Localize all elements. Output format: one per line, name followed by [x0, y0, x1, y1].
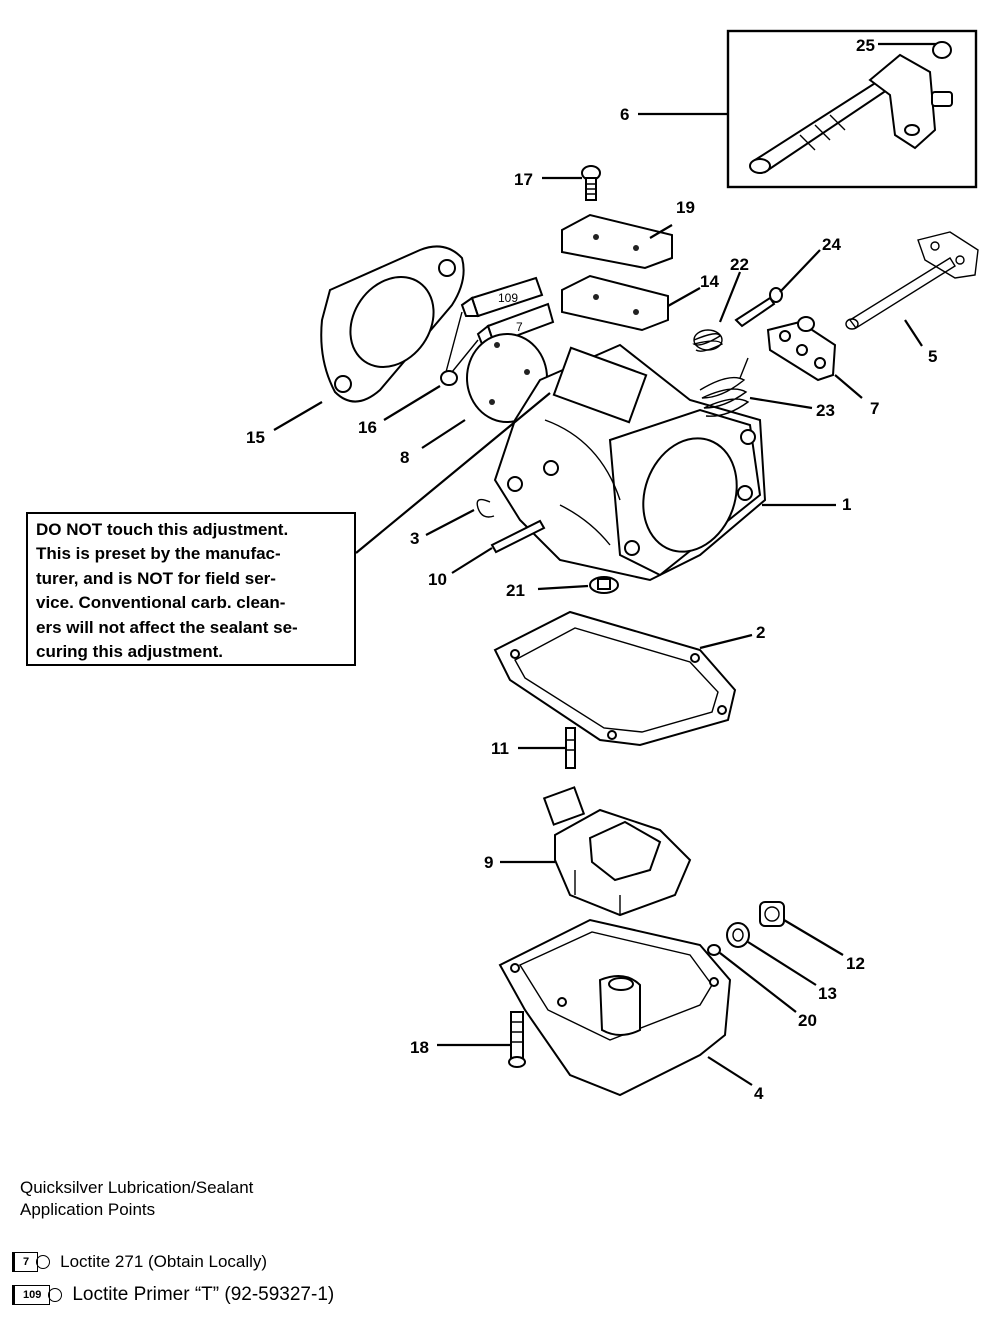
part-22-spring: [692, 329, 724, 352]
warning-line-2: This is preset by the manufac-: [36, 544, 281, 564]
part-16-washer: [440, 370, 458, 386]
label-part-13: 13: [818, 984, 837, 1003]
part-1-carburetor-body: [493, 343, 767, 582]
label-part-17: 17: [514, 170, 533, 189]
sealant-tube-icon: 109: [12, 1285, 63, 1305]
leader-lines: [273, 42, 936, 1086]
label-part-4: 4: [754, 1084, 764, 1103]
label-part-18: 18: [410, 1038, 429, 1057]
tube-109-label: 109: [498, 291, 518, 305]
label-part-2: 2: [756, 623, 765, 642]
part-number-labels: 25 6 17 19 24 22 14 5 7 23 15 16 8 1 3 1…: [246, 36, 937, 1103]
label-part-10: 10: [428, 570, 447, 589]
inset-box-linkage: [726, 29, 978, 189]
legend-title-line-2: Application Points: [20, 1200, 156, 1219]
part-13-washer: [726, 922, 750, 948]
part-21-washer: [589, 576, 619, 594]
part-19-plate: [561, 213, 673, 270]
part-12-plug: [759, 901, 785, 927]
warning-line-1: DO NOT touch this adjustment.: [36, 520, 289, 539]
part-18-screw: [508, 1011, 526, 1068]
legend-code-109: 109: [12, 1285, 51, 1305]
adjustment-warning-note: DO NOT touch this adjustment. This is pr…: [26, 512, 356, 666]
legend-item-loctite-271: 7 Loctite 271 (Obtain Locally): [12, 1252, 267, 1272]
label-part-11: 11: [491, 739, 509, 758]
warning-line-6: curing this adjustment.: [36, 642, 224, 662]
warning-line-4: vice. Conventional carb. clean-: [36, 593, 286, 613]
legend-title: Quicksilver Lubrication/Sealant Applicat…: [20, 1177, 253, 1221]
label-part-3: 3: [410, 529, 419, 548]
legend-title-line-1: Quicksilver Lubrication/Sealant: [20, 1178, 254, 1197]
part-2-gasket: [493, 610, 737, 747]
part-4-float-bowl: [498, 918, 732, 1097]
label-part-22: 22: [730, 255, 749, 274]
label-part-19: 19: [676, 198, 695, 217]
label-part-1: 1: [842, 495, 851, 514]
label-part-25: 25: [856, 36, 875, 55]
sealant-tube-icon: 7: [12, 1252, 51, 1272]
part-5-shaft: [845, 231, 979, 330]
part-24-screw: [734, 287, 783, 328]
sealant-tube-109: 109: [460, 276, 544, 318]
legend-code-7: 7: [12, 1252, 39, 1272]
label-part-15: 15: [246, 428, 265, 447]
part-7-lever-plate: [766, 316, 837, 382]
label-part-9: 9: [484, 853, 493, 872]
label-part-24: 24: [822, 235, 841, 254]
label-part-5: 5: [928, 347, 937, 366]
part-15-gasket: [320, 245, 465, 403]
part-23-spring: [699, 357, 750, 417]
label-part-7: 7: [870, 399, 879, 418]
part-11-needle: [565, 727, 576, 769]
label-part-20: 20: [798, 1011, 817, 1030]
part-9-float: [542, 786, 692, 917]
label-part-16: 16: [358, 418, 377, 437]
label-part-23: 23: [816, 401, 835, 420]
legend-text-loctite-271: Loctite 271 (Obtain Locally): [60, 1252, 268, 1271]
legend-item-loctite-primer: 109 Loctite Primer “T” (92-59327-1): [12, 1284, 334, 1306]
label-part-12: 12: [846, 954, 865, 973]
warning-line-3: turer, and is NOT for field ser-: [36, 568, 276, 588]
tube-7-label: 7: [516, 320, 523, 334]
label-part-14: 14: [700, 272, 719, 291]
part-20-screw: [707, 944, 721, 956]
warning-line-5: ers will not affect the sealant se-: [36, 617, 298, 637]
part-17-screw: [581, 165, 601, 201]
part-14-plate: [561, 274, 669, 332]
legend-text-loctite-primer: Loctite Primer “T” (92-59327-1): [72, 1284, 335, 1305]
part-3-clip: [476, 498, 495, 518]
label-part-21: 21: [506, 581, 525, 600]
label-part-8: 8: [400, 448, 409, 467]
label-part-6: 6: [620, 105, 629, 124]
part-10-pin: [490, 519, 546, 554]
